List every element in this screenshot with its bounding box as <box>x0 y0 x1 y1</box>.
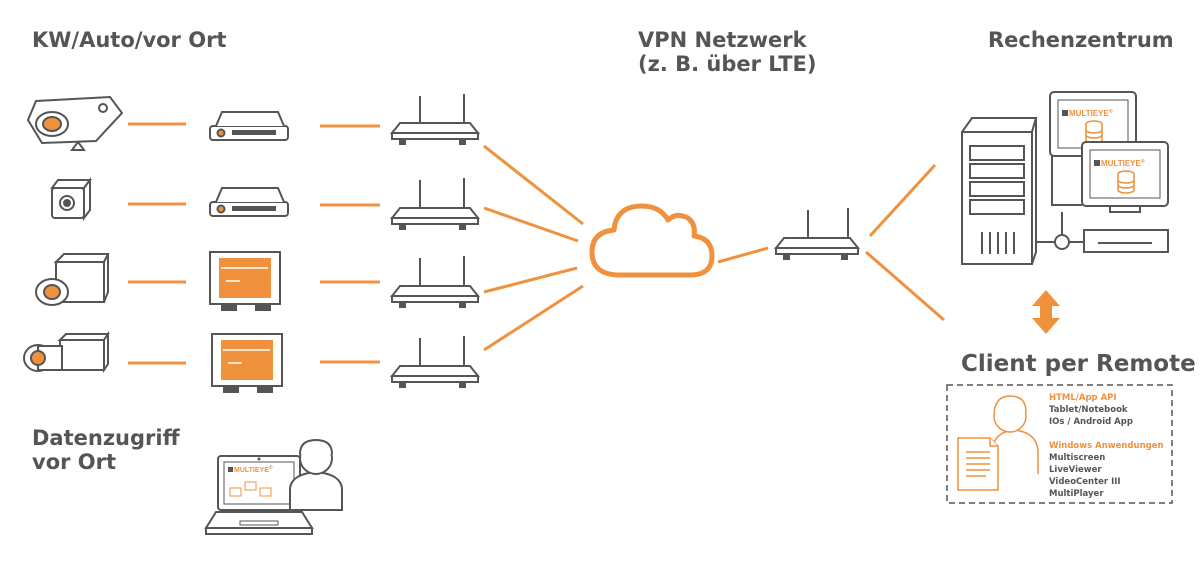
lte-router-icon <box>389 178 481 230</box>
dvr-recorder-icon <box>209 187 289 217</box>
api-heading: HTML/App API <box>1049 393 1117 403</box>
local-access-line2: vor Ort <box>32 450 117 474</box>
box-camera-icon <box>35 253 110 306</box>
brand-logo-text: MULTIEYE® <box>234 464 273 474</box>
workstation-base-icon <box>1036 150 1169 253</box>
monitor-recorder-icon <box>209 251 281 311</box>
box-camera-icon <box>23 330 110 374</box>
user-icon <box>991 395 1039 474</box>
windows-item: Multiscreen <box>1049 453 1105 463</box>
windows-heading: Windows Anwendungen <box>1049 441 1164 451</box>
brand-logo-text: MULTIEYE® <box>1101 158 1145 168</box>
windows-item: LiveViewer <box>1049 465 1102 475</box>
database-icon <box>1085 120 1103 144</box>
windows-item: MultiPlayer <box>1049 489 1104 499</box>
document-icon <box>957 437 999 491</box>
brand-logo-text: MULTIEYE® <box>1069 108 1113 118</box>
connections <box>128 122 945 365</box>
lte-router-icon <box>389 94 481 145</box>
site-title: KW/Auto/vor Ort <box>32 28 227 52</box>
api-item: Tablet/Notebook <box>1049 405 1128 415</box>
bullet-camera-icon <box>26 95 124 151</box>
brand-logo-mark: ® <box>269 464 273 471</box>
lte-router-icon <box>773 208 861 260</box>
server-tower-icon <box>961 117 1038 265</box>
windows-item: VideoCenter III <box>1049 477 1121 487</box>
monitor-front: MULTIEYE® <box>1081 141 1169 213</box>
vpn-title-line1: VPN Netzwerk <box>638 28 807 52</box>
lte-router-icon <box>389 256 481 308</box>
cloud-icon <box>589 203 715 278</box>
datacenter-title: Rechenzentrum <box>988 28 1174 52</box>
monitor-recorder-icon <box>211 333 283 393</box>
double-arrow-icon <box>1032 290 1060 334</box>
dvr-recorder-icon <box>209 111 289 141</box>
user-icon <box>289 438 343 511</box>
mini-camera-icon <box>50 177 92 221</box>
api-item: IOs / Android App <box>1049 417 1133 427</box>
database-icon <box>1117 170 1135 194</box>
monitor-back: MULTIEYE® <box>1049 91 1137 157</box>
client-remote-box: HTML/App API Tablet/Notebook IOs / Andro… <box>946 384 1173 504</box>
client-title: Client per Remote <box>961 351 1196 377</box>
lte-router-icon <box>389 336 481 388</box>
brand-logo-mark: ® <box>1141 158 1145 165</box>
local-access-line1: Datenzugriff <box>32 426 180 450</box>
brand-logo-mark: ® <box>1109 108 1113 115</box>
vpn-title-line2: (z. B. über LTE) <box>638 52 817 76</box>
